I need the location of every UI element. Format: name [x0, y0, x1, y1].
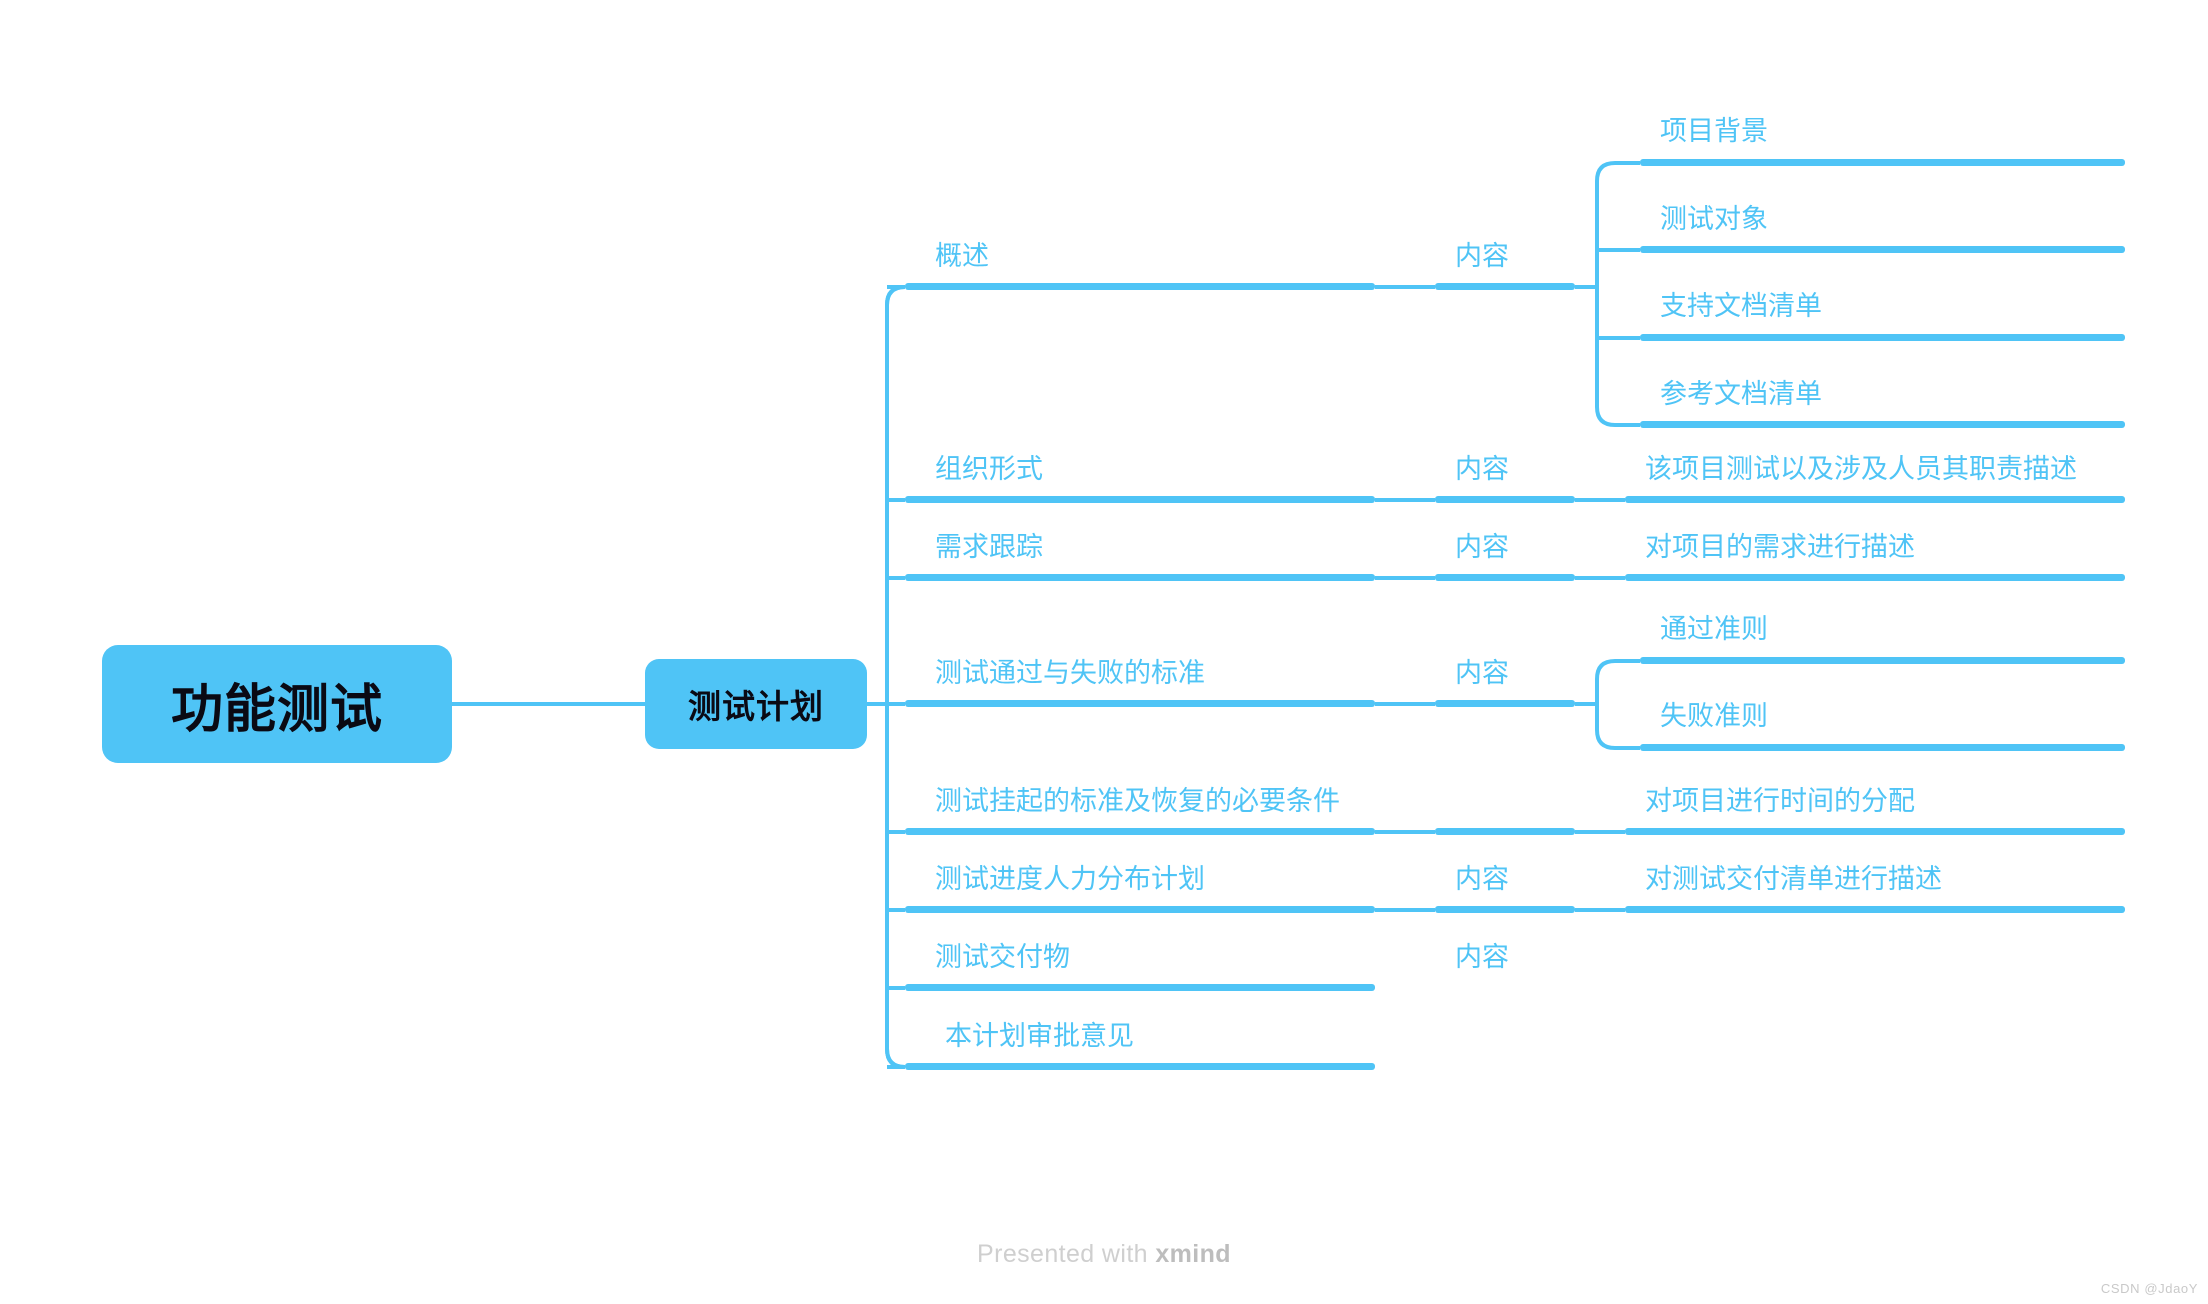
- csdn-watermark: CSDN @JdaoY: [2100, 1281, 2198, 1296]
- xmind-watermark: Presented with xmind: [0, 1240, 2208, 1269]
- topic-jiaofuwu[interactable]: 测试交付物: [935, 942, 1070, 972]
- content-node-zuzhixingshi[interactable]: 内容: [1455, 454, 1509, 484]
- leaf-shibai-zhunze[interactable]: 失败准则: [1660, 701, 1768, 731]
- leaf-tongguo-zhunze[interactable]: 通过准则: [1660, 614, 1768, 644]
- content-node-xuqiugenzong[interactable]: 内容: [1455, 532, 1509, 562]
- xmind-brand-text: xmind: [1155, 1240, 1231, 1268]
- leaf-shijian-fenpei[interactable]: 对项目进行时间的分配: [1645, 786, 1915, 816]
- main-branch-node[interactable]: 测试计划: [645, 659, 867, 749]
- leaf-jiaofuqingdan-miaoshu[interactable]: 对测试交付清单进行描述: [1645, 864, 1942, 894]
- root-node-label: 功能测试: [170, 680, 383, 739]
- content-node-gaishu[interactable]: 内容: [1455, 241, 1509, 271]
- leaf-zhize-miaoshu[interactable]: 该项目测试以及涉及人员其职责描述: [1645, 454, 2077, 484]
- topic-tongguoshibai-biaozhun[interactable]: 测试通过与失败的标准: [935, 658, 1205, 688]
- content-node-jindu[interactable]: 内容: [1455, 864, 1509, 894]
- presented-with-text: Presented with: [977, 1240, 1156, 1268]
- root-node[interactable]: 功能测试: [102, 645, 452, 763]
- main-branch-label: 测试计划: [688, 688, 824, 725]
- topic-jindu-renli-jihua[interactable]: 测试进度人力分布计划: [935, 864, 1205, 894]
- content-node-jiaofuwu[interactable]: 内容: [1455, 942, 1509, 972]
- topic-zuzhixingshi[interactable]: 组织形式: [935, 454, 1043, 484]
- leaf-cankaowendangqingdan[interactable]: 参考文档清单: [1660, 379, 1822, 409]
- topic-xuqiugenzong[interactable]: 需求跟踪: [935, 532, 1043, 562]
- topic-shenpi-yijian[interactable]: 本计划审批意见: [945, 1021, 1134, 1051]
- content-node-tongguoshibai[interactable]: 内容: [1455, 658, 1509, 688]
- topic-guaqi-biaozhun[interactable]: 测试挂起的标准及恢复的必要条件: [935, 786, 1340, 816]
- topic-gaishu[interactable]: 概述: [935, 241, 989, 271]
- leaf-xuqiu-miaoshu[interactable]: 对项目的需求进行描述: [1645, 532, 1915, 562]
- leaf-xiangmubeijing[interactable]: 项目背景: [1660, 116, 1768, 146]
- leaf-zhichiwendangqingdan[interactable]: 支持文档清单: [1660, 291, 1822, 321]
- leaf-ceshiduixiang[interactable]: 测试对象: [1660, 204, 1768, 234]
